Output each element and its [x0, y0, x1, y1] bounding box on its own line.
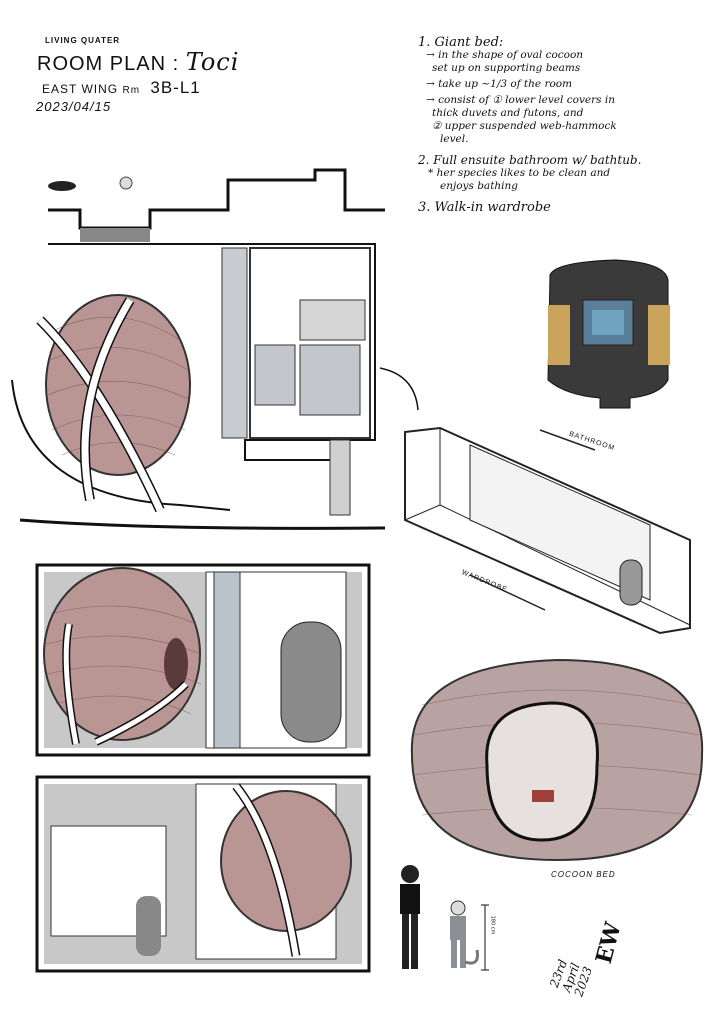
page-title: ROOM PLAN : Toci [37, 48, 240, 76]
note-line: level. [440, 133, 469, 145]
toci-figure [450, 900, 479, 968]
overhead-pod-view [547, 259, 670, 409]
title-text: ROOM PLAN [37, 53, 167, 75]
human-figure [400, 865, 420, 969]
isometric-view [404, 426, 691, 635]
room-label: Rm [122, 85, 141, 96]
height-scale-label: 180 cm [489, 915, 496, 935]
cocoon-bed-side [43, 567, 201, 741]
date: 2023/04/15 [36, 99, 112, 114]
elevation-panel-2 [35, 775, 371, 973]
note-line: set up on supporting beams [432, 62, 581, 74]
cocoon-bed-illustration [410, 658, 704, 862]
note-line: → consist of ① lower level covers in [426, 94, 615, 106]
character-name: Toci [185, 48, 240, 76]
height-comparison [400, 865, 489, 971]
subtitle: LIVING QUATER [45, 36, 121, 45]
location: EAST WING Rm 3B-L1 [42, 78, 201, 98]
cocoon-bed-label: COCOON BED [551, 870, 616, 879]
notes: 1. Giant bed: → in the shape of oval coc… [418, 36, 718, 214]
room-number: 3B-L1 [150, 78, 201, 97]
arrow-icon [379, 367, 419, 411]
note-2-heading: 2. Full ensuite bathroom w/ bathtub. [418, 153, 642, 167]
note-line: * her species likes to be clean and [428, 167, 611, 179]
note-1-heading: 1. Giant bed: [418, 35, 504, 50]
note-line: enjoys bathing [440, 180, 519, 192]
small-figures-icon [48, 176, 133, 191]
note-line: → in the shape of oval cocoon [426, 49, 584, 61]
note-line: → take up ~1/3 of the room [426, 78, 573, 90]
wing: EAST WING [42, 82, 119, 96]
note-line: thick duvets and futons, and [432, 107, 584, 119]
elevation-panel-1 [35, 563, 371, 757]
note-3-heading: 3. Walk-in wardrobe [418, 200, 551, 215]
note-line: ② upper suspended web-hammock [432, 120, 617, 132]
